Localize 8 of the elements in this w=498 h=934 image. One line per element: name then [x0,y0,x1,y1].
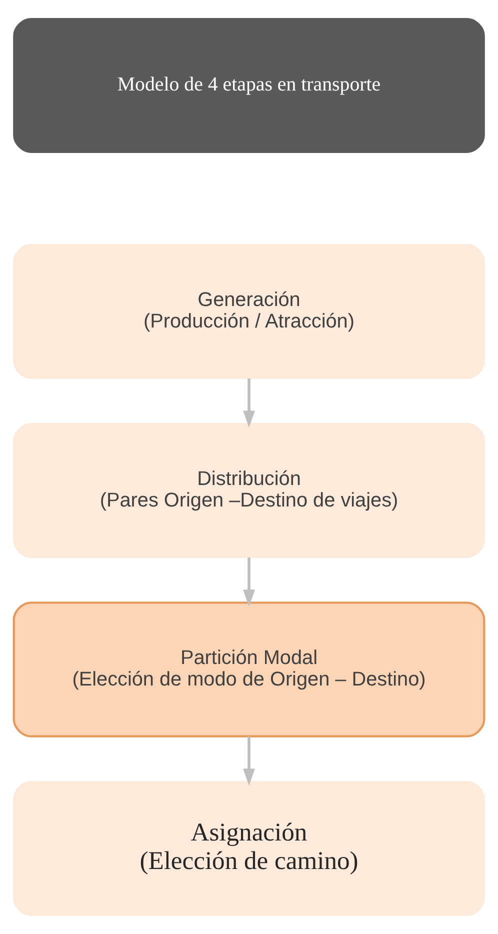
node-box: Modelo de 4 etapas en transporte [13,18,485,153]
arrow [243,557,255,607]
node-box: Partición Modal (Elección de modo de Origen – Destino) [12,602,486,738]
node-box: Generación (Producción / Atracción) [13,244,485,379]
arrow [243,736,255,786]
node-box: Distribución (Pares Origen –Destino de viajes) [13,422,485,558]
arrow [243,378,255,428]
node-box: Asignación (Elección de camino) [13,781,485,916]
